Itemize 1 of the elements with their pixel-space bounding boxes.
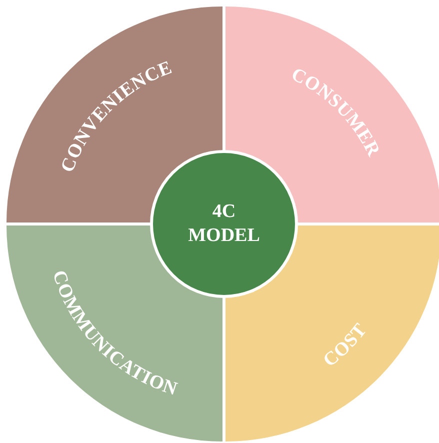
center-label: 4C MODEL — [187, 200, 261, 248]
